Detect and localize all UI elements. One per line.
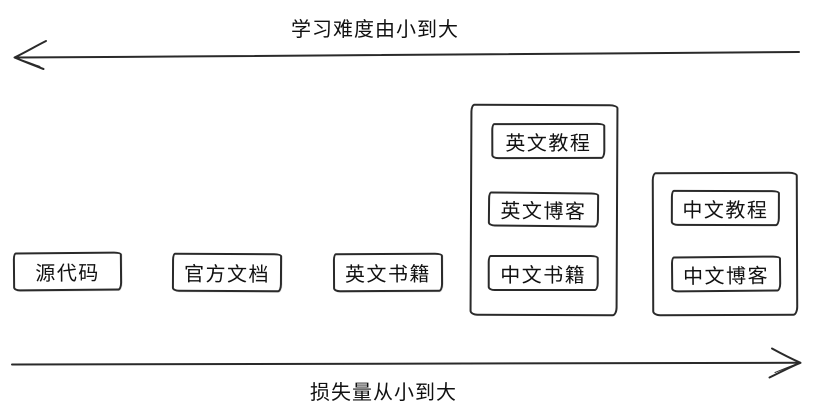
group-chinese-resources: 中文教程 中文博客 — [651, 171, 799, 317]
top-arrow-line — [15, 51, 800, 59]
node-label: 英文教程 — [505, 132, 592, 155]
node-english-blogs: 英文博客 — [487, 191, 600, 228]
top-axis-label: 学习难度由小到大 — [291, 19, 459, 41]
node-chinese-books: 中文书籍 — [487, 254, 599, 292]
node-official-docs: 官方文档 — [171, 252, 283, 293]
right-arrowhead-icon — [768, 347, 802, 379]
bottom-axis-label: 损失量从小到大 — [310, 382, 457, 404]
right-arrowhead-sketch-stroke — [774, 362, 800, 373]
node-label: 源代码 — [35, 262, 100, 286]
left-arrowhead-icon — [13, 40, 47, 70]
node-label: 中文教程 — [682, 199, 769, 222]
node-source-code: 源代码 — [12, 251, 123, 292]
node-label: 中文博客 — [683, 265, 770, 288]
bottom-arrow-line — [11, 361, 801, 366]
group-english-resources: 英文教程 英文博客 中文书籍 — [469, 103, 619, 317]
node-english-tutorials: 英文教程 — [491, 122, 606, 160]
left-arrowhead-sketch-stroke — [15, 57, 41, 67]
node-label: 英文博客 — [500, 200, 587, 224]
top-arrow — [13, 40, 800, 70]
node-english-books: 英文书籍 — [332, 252, 444, 293]
node-label: 中文书籍 — [500, 264, 587, 287]
node-label: 英文书籍 — [344, 263, 432, 287]
node-chinese-blogs: 中文博客 — [670, 255, 782, 293]
node-chinese-tutorials: 中文教程 — [670, 189, 780, 227]
node-label: 官方文档 — [183, 263, 271, 287]
bottom-arrow — [11, 347, 802, 379]
